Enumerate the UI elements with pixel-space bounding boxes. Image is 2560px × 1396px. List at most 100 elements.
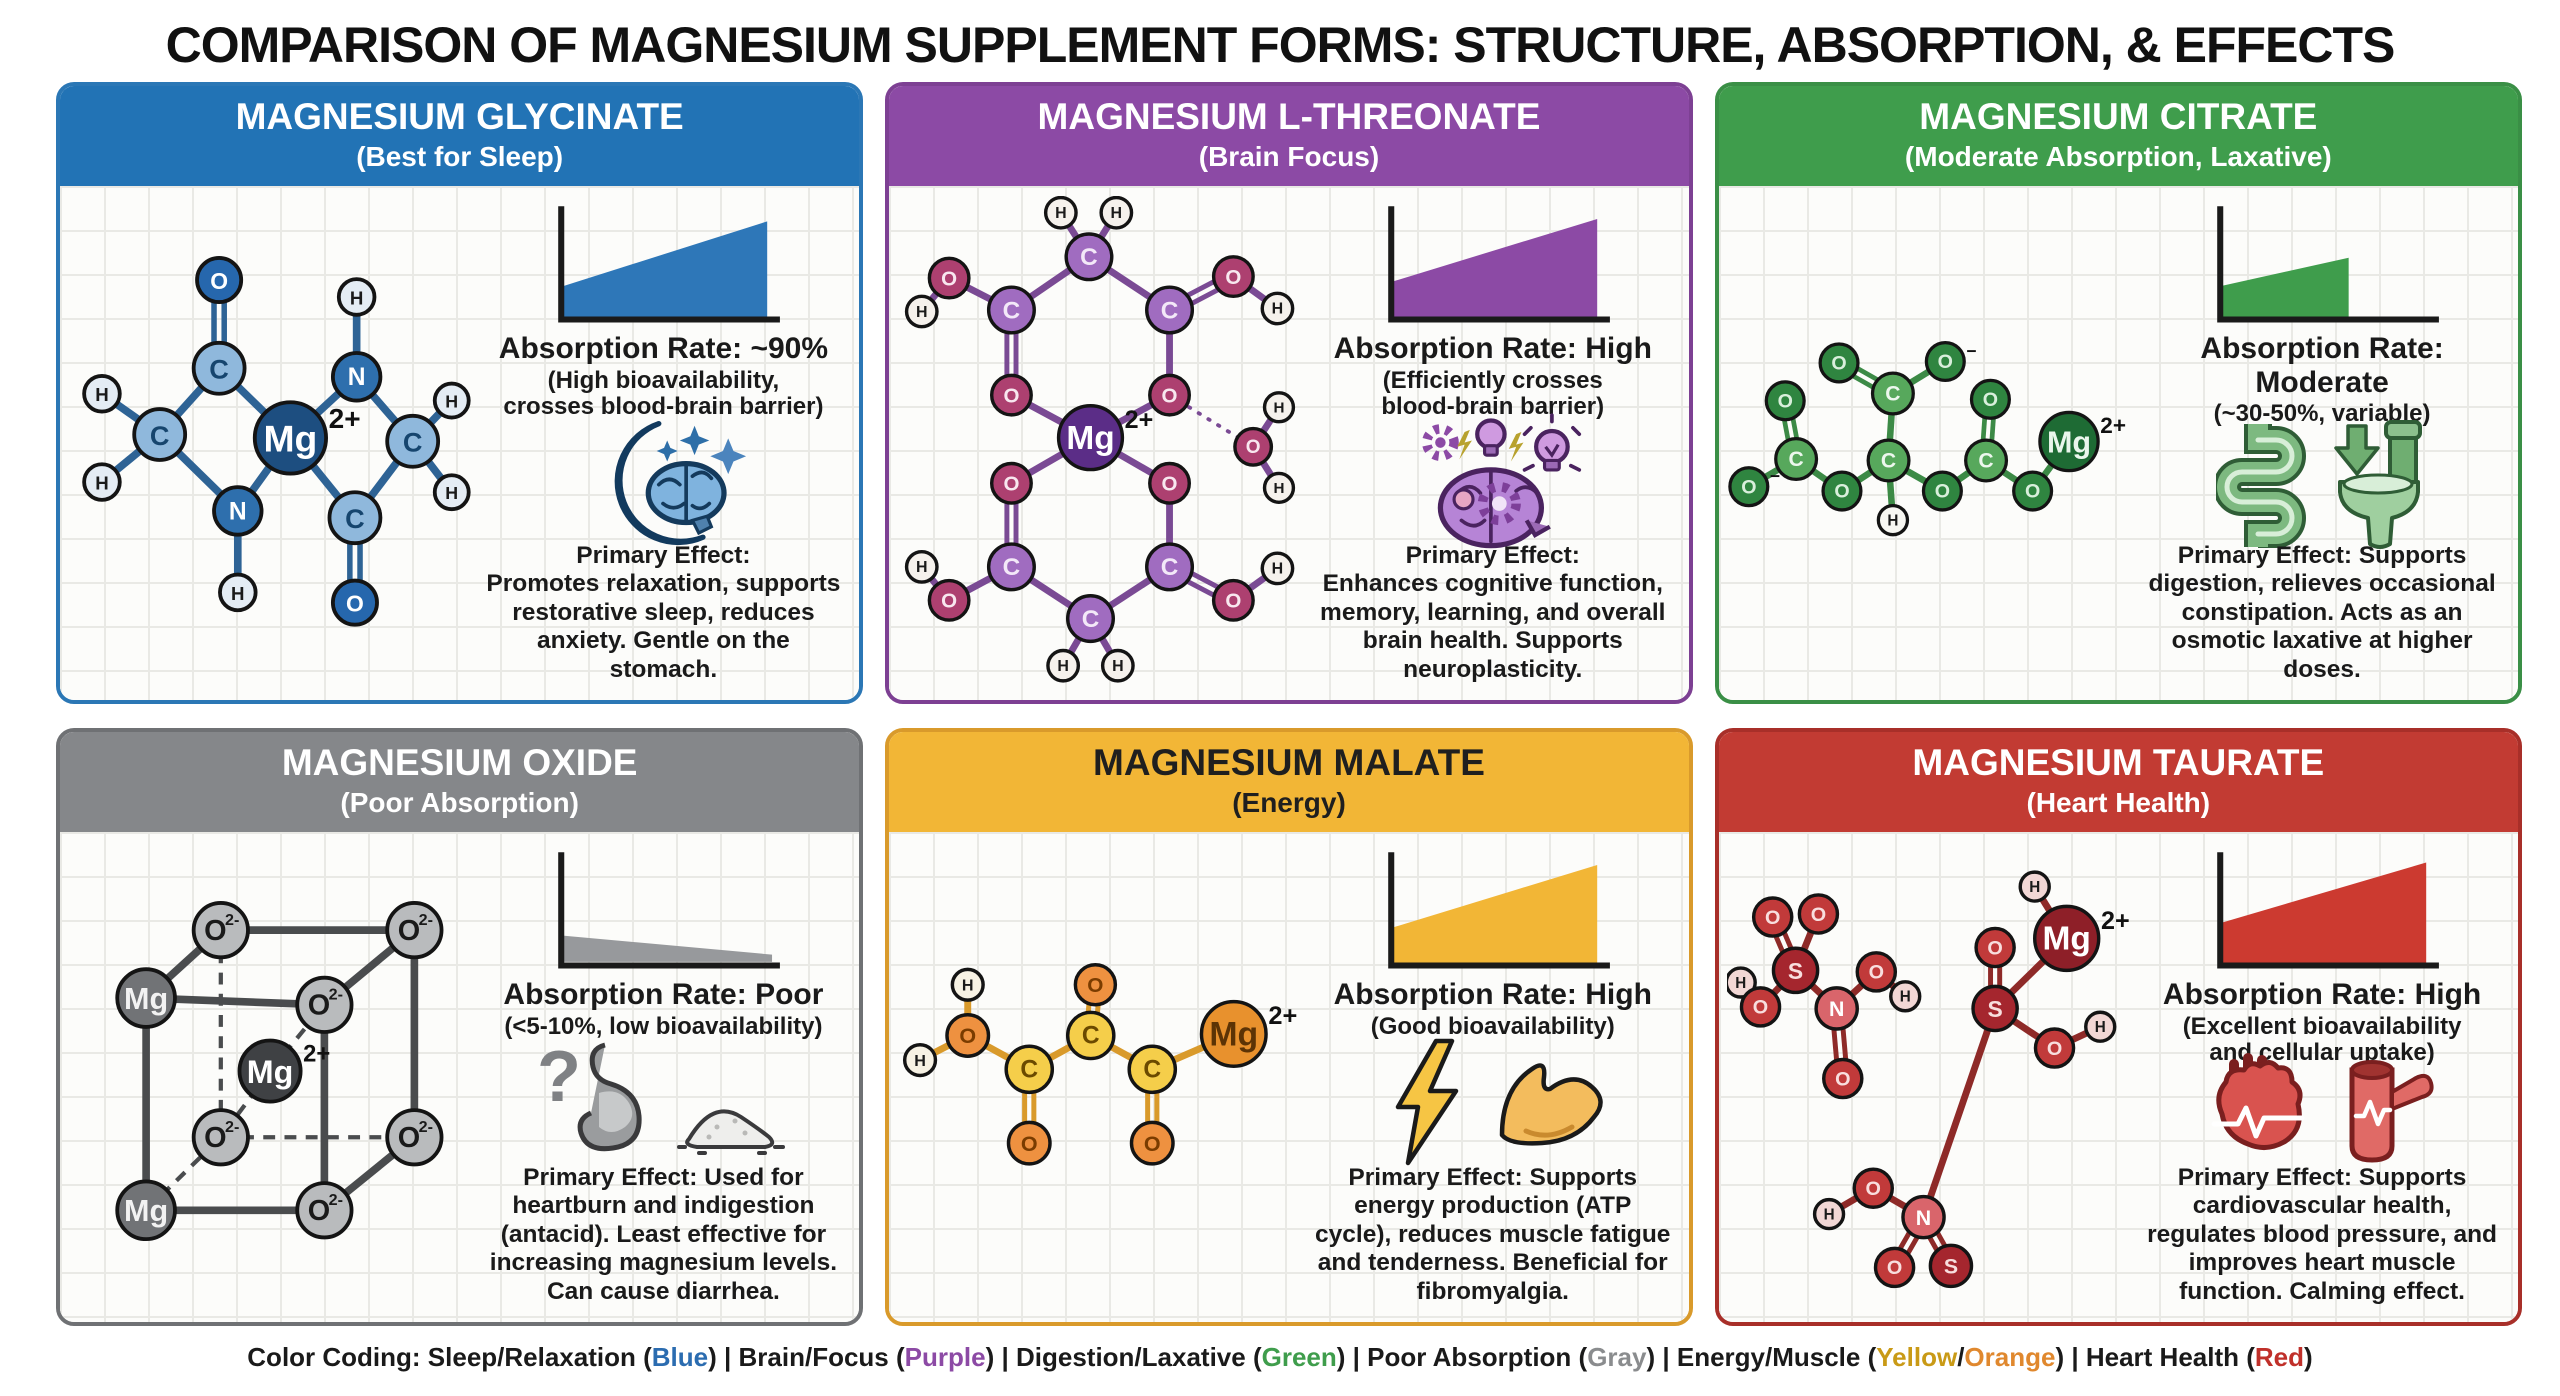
absorption-wedge-chart xyxy=(1387,206,1610,323)
absorption-rate-title: Absorption Rate: High xyxy=(2162,978,2482,1011)
absorption-rate-detail: (Excellent bioavailability and cellular … xyxy=(2182,1012,2462,1067)
svg-text:O: O xyxy=(2046,1038,2061,1060)
svg-text:2-: 2- xyxy=(225,911,239,929)
svg-text:H: H xyxy=(916,559,928,576)
svg-text:H: H xyxy=(1112,658,1124,675)
absorption-wedge-chart xyxy=(558,206,781,323)
svg-text:O: O xyxy=(346,590,364,616)
svg-text:H: H xyxy=(2094,1019,2105,1036)
svg-text:Mg: Mg xyxy=(2042,921,2090,958)
svg-text:O: O xyxy=(1088,974,1104,997)
absorption-wedge-chart xyxy=(2217,206,2439,323)
panel-header: MAGNESIUM L-THREONATE (Brain Focus) xyxy=(889,86,1689,186)
svg-text:O: O xyxy=(1810,904,1825,926)
svg-text:2-: 2- xyxy=(419,911,433,929)
svg-text:H: H xyxy=(1887,512,1898,529)
absorption-wedge-chart xyxy=(1387,852,1610,969)
svg-text:O: O xyxy=(2025,481,2040,503)
svg-text:2+: 2+ xyxy=(1269,1002,1298,1030)
svg-text:H: H xyxy=(962,977,974,995)
svg-text:H: H xyxy=(1058,658,1070,675)
svg-text:H: H xyxy=(1055,205,1067,222)
svg-text:C: C xyxy=(1788,448,1803,471)
svg-text:H: H xyxy=(915,1052,927,1070)
primary-effect-text: Primary Effect: Used for heartburn and i… xyxy=(489,1163,838,1305)
svg-text:Mg: Mg xyxy=(263,418,317,460)
absorption-rate-detail: (Efficiently crosses blood-brain barrier… xyxy=(1381,366,1605,421)
svg-text:−: − xyxy=(1770,466,1780,486)
panel-magnesium-glycinate: MAGNESIUM GLYCINATE (Best for Sleep) O C C… xyxy=(56,82,864,704)
color-coding-legend: Color Coding: Sleep/Relaxation (Blue) | … xyxy=(247,1342,2313,1372)
absorption-rate-title: Absorption Rate: Poor xyxy=(503,978,824,1011)
absorption-rate-title: Absorption Rate: High xyxy=(1333,978,1652,1011)
panel-subtitle: (Heart Health) xyxy=(2026,787,2211,818)
svg-text:O: O xyxy=(960,1024,977,1048)
svg-text:2+: 2+ xyxy=(303,1041,330,1068)
svg-text:O: O xyxy=(1865,1178,1880,1200)
svg-text:C: C xyxy=(1082,1023,1100,1050)
svg-text:O: O xyxy=(398,915,420,947)
panel-magnesium-l-threonate: MAGNESIUM L-THREONATE (Brain Focus) H H C C… xyxy=(885,82,1693,704)
svg-text:H: H xyxy=(95,472,108,493)
svg-text:O: O xyxy=(1162,473,1178,496)
panel-subtitle: (Brain Focus) xyxy=(1198,141,1380,172)
svg-text:2+: 2+ xyxy=(1125,406,1154,434)
absorption-wedge-chart xyxy=(558,852,781,969)
svg-text:Mg: Mg xyxy=(247,1054,294,1090)
flexed-bicep-icon xyxy=(1499,1062,1603,1146)
svg-text:2-: 2- xyxy=(329,986,343,1004)
svg-text:O: O xyxy=(1246,437,1261,458)
primary-effect-text: Primary Effect: Supports digestion, reli… xyxy=(2148,541,2496,683)
svg-text:O: O xyxy=(1868,962,1883,984)
svg-text:Mg: Mg xyxy=(1210,1016,1259,1054)
panel-subtitle: (Poor Absorption) xyxy=(340,787,579,818)
absorption-rate-title: Absorption Rate: High xyxy=(1333,332,1652,365)
svg-text:H: H xyxy=(445,391,458,411)
svg-text:O: O xyxy=(308,1195,330,1227)
page-title: COMPARISON OF MAGNESIUM SUPPLEMENT FORMS… xyxy=(165,17,2396,73)
panel-subtitle: (Best for Sleep) xyxy=(356,141,564,172)
svg-text:2+: 2+ xyxy=(329,403,361,434)
crescent-moon-brain-sleep-icon xyxy=(615,420,747,545)
svg-text:O: O xyxy=(1887,1257,1902,1279)
svg-text:C: C xyxy=(150,420,170,451)
svg-text:H: H xyxy=(1899,989,1910,1006)
svg-text:O: O xyxy=(1004,473,1020,496)
primary-effect-text: Primary Effect: Supports energy producti… xyxy=(1315,1163,1671,1305)
absorption-rate-detail: (<5-10%, low bioavailability) xyxy=(504,1012,823,1040)
blood-vessel-pulse-icon xyxy=(2349,1060,2434,1163)
svg-text:O: O xyxy=(308,990,330,1022)
svg-text:O: O xyxy=(1144,1132,1161,1156)
svg-text:O: O xyxy=(398,1122,420,1154)
svg-text:C: C xyxy=(1003,554,1021,581)
svg-text:O: O xyxy=(1741,476,1756,498)
svg-text:O: O xyxy=(1226,590,1242,613)
svg-text:O: O xyxy=(941,267,957,290)
svg-text:C: C xyxy=(1081,244,1099,271)
svg-text:C: C xyxy=(1003,297,1021,324)
svg-text:C: C xyxy=(403,427,423,458)
toilet-down-arrow-icon xyxy=(2334,419,2423,549)
svg-text:2-: 2- xyxy=(329,1191,343,1209)
svg-text:C: C xyxy=(1978,450,1993,473)
svg-text:H: H xyxy=(231,583,244,604)
svg-text:N: N xyxy=(348,364,366,391)
primary-effect-text: Primary Effect: Promotes relaxation, sup… xyxy=(486,541,841,683)
panel-header: MAGNESIUM GLYCINATE (Best for Sleep) xyxy=(60,86,860,186)
svg-text:S: S xyxy=(1788,958,1803,984)
svg-text:H: H xyxy=(1272,301,1284,318)
intestine-icon xyxy=(2216,423,2306,548)
svg-text:C: C xyxy=(345,503,365,534)
svg-text:H: H xyxy=(350,287,363,308)
svg-text:2-: 2- xyxy=(419,1118,433,1136)
svg-text:O: O xyxy=(1162,384,1178,407)
svg-text:O: O xyxy=(1982,389,1997,411)
